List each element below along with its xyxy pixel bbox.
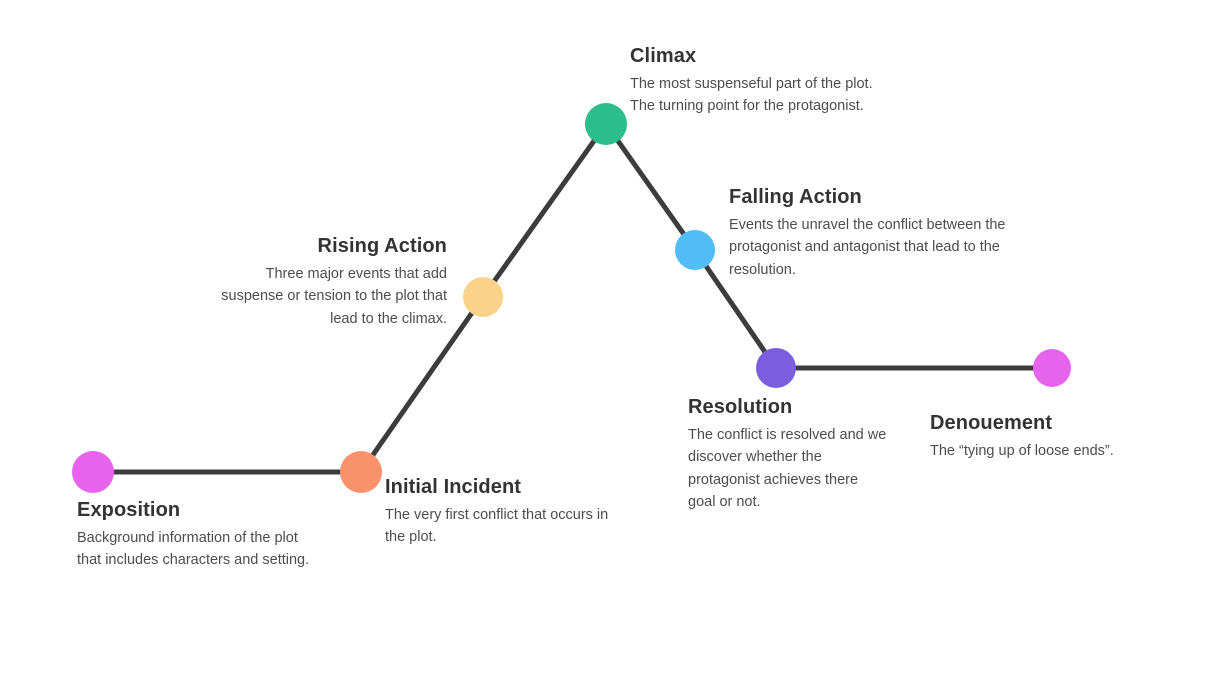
stage-description-denouement: The “tying up of loose ends”.	[930, 443, 1114, 459]
stage-description-rising-action: Three major events that add suspense or …	[221, 266, 447, 327]
stage-description-resolution: The conflict is resolved and we discover…	[688, 427, 887, 511]
stage-title-rising-action: Rising Action	[317, 235, 447, 257]
stage-dot-initial-incident[interactable]	[340, 451, 382, 493]
stage-description-climax: The most suspenseful part of the plot. T…	[630, 76, 873, 115]
stage-label-denouement: Denouement The “tying up of loose ends”.	[930, 411, 1170, 462]
stage-title-initial-incident: Initial Incident	[385, 476, 522, 498]
stage-description-exposition: Background information of the plot that …	[77, 530, 310, 569]
stage-dot-falling-action[interactable]	[675, 230, 715, 270]
stage-title-denouement: Denouement	[930, 412, 1053, 434]
stage-dot-denouement[interactable]	[1033, 349, 1071, 387]
stage-title-exposition: Exposition	[77, 499, 181, 521]
stage-description-initial-incident: The very first conflict that occurs in t…	[385, 507, 609, 546]
stage-label-resolution: Resolution The conflict is resolved and …	[688, 395, 888, 514]
stage-title-resolution: Resolution	[688, 396, 793, 418]
stage-title-falling-action: Falling Action	[729, 186, 862, 208]
stage-label-falling-action: Falling Action Events the unravel the co…	[729, 185, 1029, 281]
stage-dot-resolution[interactable]	[756, 348, 796, 388]
stage-label-initial-incident: Initial Incident The very first conflict…	[385, 475, 615, 549]
stage-label-rising-action: Rising Action Three major events that ad…	[207, 234, 447, 330]
stage-dot-exposition[interactable]	[72, 451, 114, 493]
stage-dot-climax[interactable]	[585, 103, 627, 145]
stage-label-climax: Climax The most suspenseful part of the …	[630, 44, 875, 118]
stage-title-climax: Climax	[630, 45, 697, 67]
stage-label-exposition: Exposition Background information of the…	[77, 498, 317, 572]
stage-description-falling-action: Events the unravel the conflict between …	[729, 217, 1006, 278]
stage-dot-rising-action[interactable]	[463, 277, 503, 317]
